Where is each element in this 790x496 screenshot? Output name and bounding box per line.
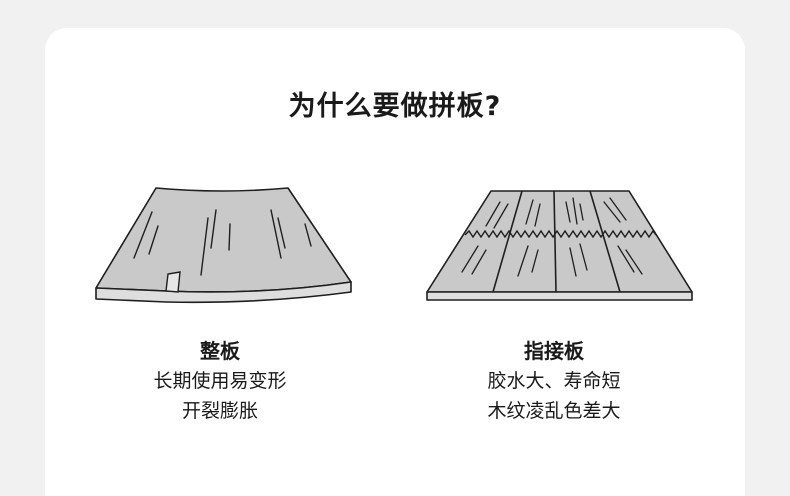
option-desc-line: 长期使用易变形 xyxy=(153,370,287,392)
option-desc-line: 木纹凌乱色差大 xyxy=(487,400,621,422)
finger-joint-board-illustration xyxy=(426,190,693,301)
solid-board-illustration xyxy=(95,187,352,304)
option-solid-board: 整板 长期使用易变形 开裂膨胀 xyxy=(70,336,370,426)
option-desc-line: 胶水大、寿命短 xyxy=(487,370,621,392)
option-finger-joint-board: 指接板 胶水大、寿命短 木纹凌乱色差大 xyxy=(404,336,704,426)
page-title: 为什么要做拼板? xyxy=(288,91,502,122)
option-name: 指接板 xyxy=(524,339,584,363)
option-name: 整板 xyxy=(200,339,240,363)
option-desc-line: 开裂膨胀 xyxy=(181,400,258,422)
